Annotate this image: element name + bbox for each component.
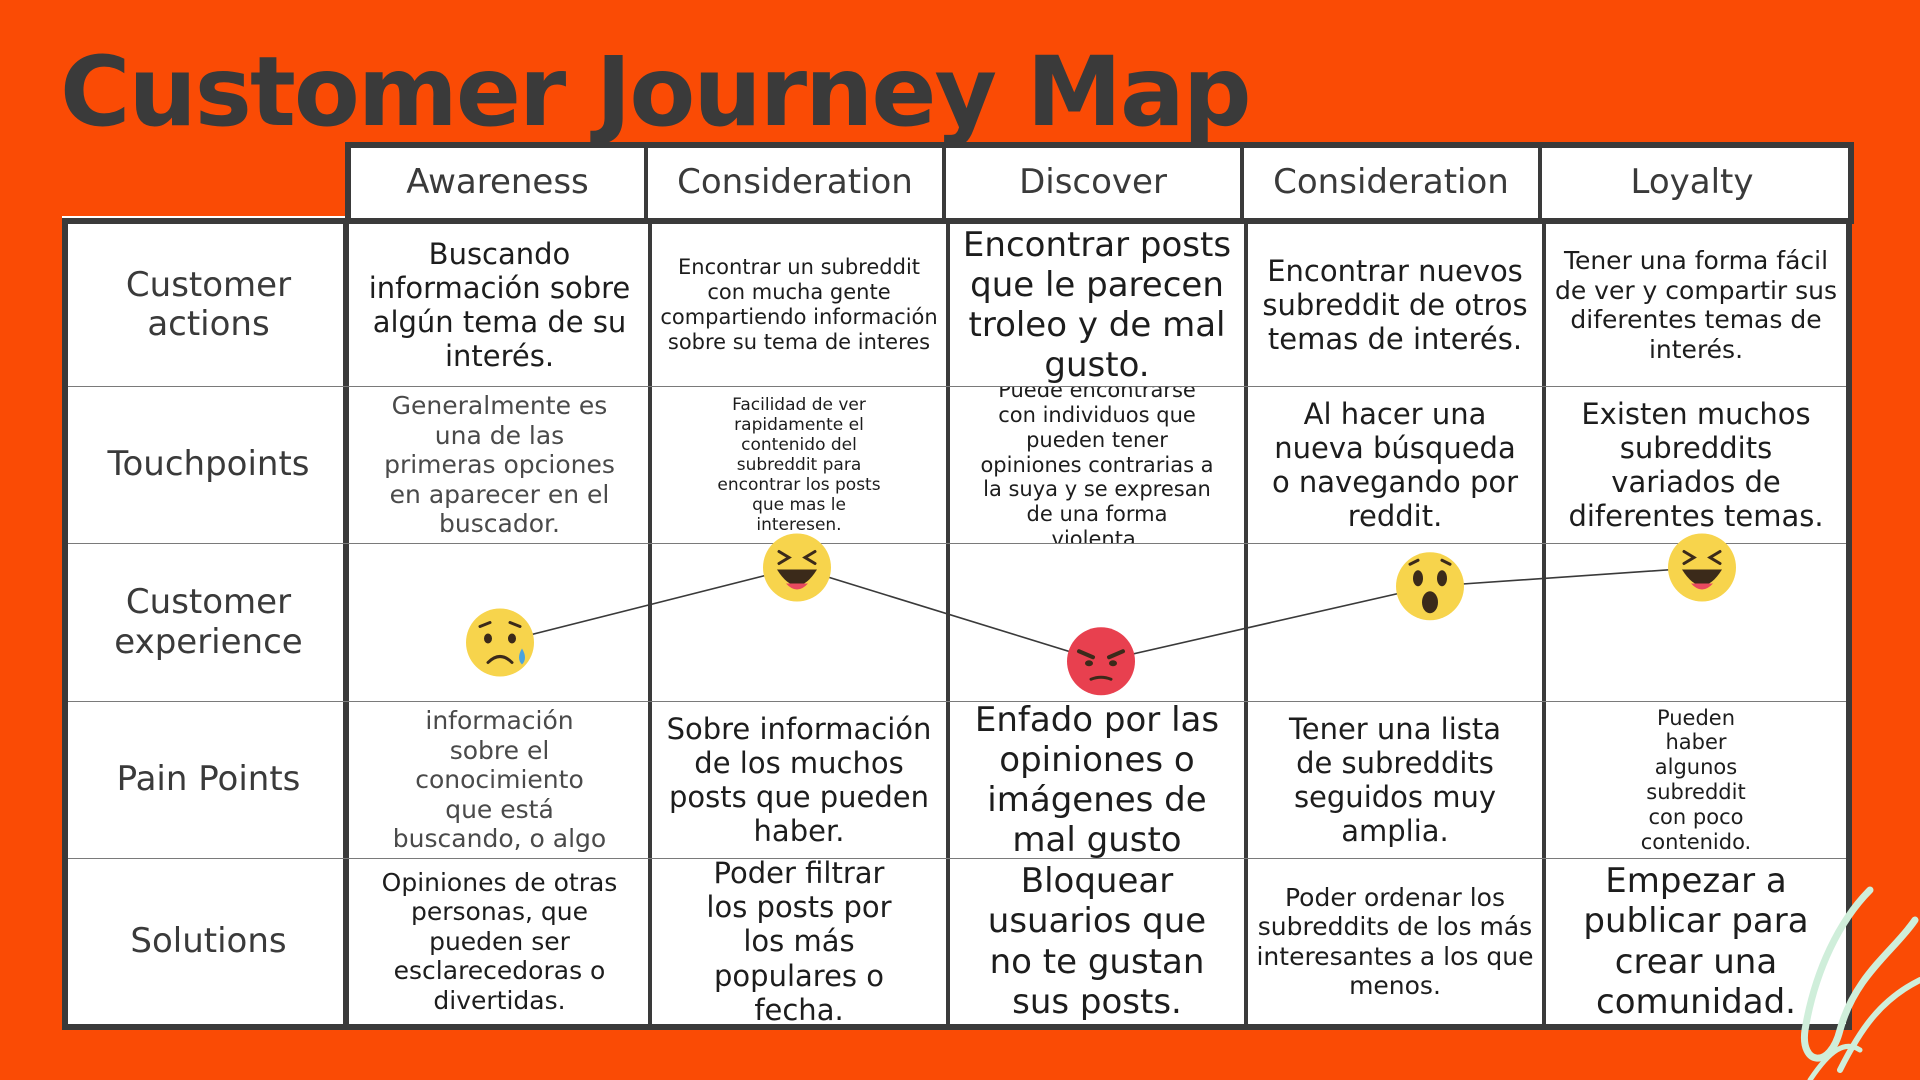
cell-solutions-discover: Bloquear usuarios que no te gustan sus p… (987, 861, 1207, 1022)
row-label-customer-experience: Customer experience (114, 582, 303, 662)
cell-actions-loyalty: Tener una forma fácil de ver y compartir… (1554, 246, 1838, 364)
row-label-touchpoints: Touchpoints (107, 444, 310, 485)
cell-touchpoints-discover: Puede encontrarse con individuos que pue… (980, 387, 1214, 543)
page-title: Customer Journey Map (60, 36, 1252, 148)
stage-header-consideration: Consideration (648, 146, 946, 218)
cell-solutions-loyalty: Empezar a publicar para crear una comuni… (1583, 861, 1809, 1022)
cell-pain-consideration-2: Tener una lista de subreddits seguidos m… (1288, 711, 1502, 849)
cell-pain-discover: Enfado por las opiniones o imágenes de m… (974, 702, 1220, 858)
row-label-solutions: Solutions (130, 920, 287, 961)
row-divider (68, 386, 1852, 387)
row-label-customer-actions: Customer actions (125, 264, 292, 344)
cell-actions-consideration: Encontrar un subreddit con mucha gente c… (660, 255, 938, 354)
cell-pain-consideration: Sobre información de los muchos posts qu… (666, 711, 932, 849)
cell-touchpoints-consideration-2: Al hacer una nueva búsqueda o navegando … (1271, 396, 1519, 534)
row-divider (68, 701, 1852, 702)
row-label-pain-points: Pain Points (116, 759, 301, 800)
stage-header-discover: Discover (946, 146, 1244, 218)
cell-actions-discover: Encontrar posts que le parecen troleo y … (962, 224, 1232, 386)
cell-actions-consideration-2: Encontrar nuevos subreddit de otros tema… (1262, 253, 1528, 357)
cell-actions-awareness: Buscando información sobre algún tema de… (368, 236, 631, 374)
stage-header-loyalty: Loyalty (1630, 162, 1754, 202)
cell-touchpoints-consideration: Facilidad de ver rapidamente el contenid… (717, 394, 881, 536)
stage-header-consideration-2: Consideration (1244, 146, 1542, 218)
stage-header-row (345, 142, 1854, 224)
cell-touchpoints-awareness: Generalmente es una de las primeras opci… (384, 391, 615, 539)
cell-solutions-consideration-2: Poder ordenar los subreddits de los más … (1256, 882, 1534, 1001)
row-divider (68, 858, 1852, 859)
row-label-column (62, 218, 349, 1030)
cell-solutions-consideration: Poder filtrar los posts por los más popu… (706, 859, 892, 1024)
cell-pain-awareness: Falta de información sobre el conocimien… (392, 702, 607, 858)
cell-solutions-awareness: Opiniones de otras personas, que pueden … (381, 867, 618, 1015)
decorative-scribble-icon (1800, 886, 1920, 1080)
stage-header-awareness: Awareness (351, 146, 648, 218)
cell-touchpoints-loyalty: Existen muchos subreddits variados de di… (1568, 396, 1824, 534)
cell-pain-loyalty: Pueden haber algunos subreddit con poco … (1640, 705, 1752, 854)
row-divider (68, 543, 1852, 544)
